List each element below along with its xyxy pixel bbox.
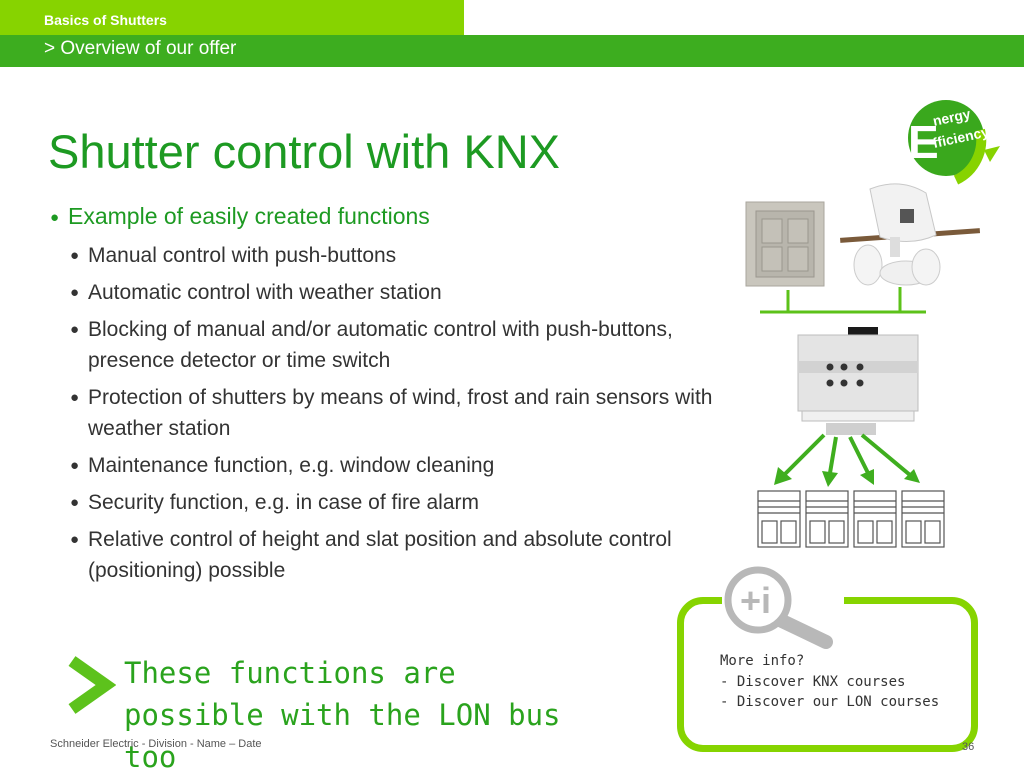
header-section-label: Basics of Shutters (44, 12, 167, 28)
shutter-actuator-icon (797, 327, 919, 435)
sub-bullet-text: Relative control of height and slat posi… (88, 528, 672, 582)
page-title: Shutter control with KNX (48, 125, 560, 178)
energy-efficiency-logo-icon: E nergy fficiency (908, 100, 1000, 185)
sub-bullet: ●Manual control with push-buttons (70, 244, 397, 267)
header-subsection-bar: > Overview of our offer (0, 35, 1024, 67)
header-section-bar: Basics of Shutters (0, 0, 464, 35)
push-button-icon (745, 201, 825, 287)
bullet-list: ●Example of easily created functions ●Ma… (50, 203, 730, 592)
footer-text: Schneider Electric - Division - Name – D… (50, 738, 262, 750)
info-line-2[interactable]: - Discover KNX courses (720, 673, 906, 690)
sub-bullet-text: Automatic control with weather station (88, 281, 442, 304)
shutter-windows-icon (757, 490, 945, 548)
page-number: 36 (962, 741, 975, 753)
chevron-right-icon (68, 656, 116, 714)
sub-bullet: ●Security function, e.g. in case of fire… (70, 491, 480, 514)
info-line-1: More info? (720, 653, 805, 669)
sub-bullet: ●Relative control of height and slat pos… (70, 528, 672, 582)
weather-station-icon (840, 183, 981, 286)
sub-bullet-text: Security function, e.g. in case of fire … (88, 491, 480, 514)
lon-note: These functions are possible with the LO… (124, 656, 561, 768)
sub-bullet-text: Blocking of manual and/or automatic cont… (88, 318, 673, 372)
sub-bullet: ●Automatic control with weather station (70, 281, 442, 304)
main-bullet-text: Example of easily created functions (68, 203, 430, 229)
sub-bullet-text: Manual control with push-buttons (88, 244, 397, 267)
sub-bullet: ●Protection of shutters by means of wind… (70, 386, 713, 440)
sub-bullet: ●Maintenance function, e.g. window clean… (70, 454, 495, 477)
sub-bullet-text: Maintenance function, e.g. window cleani… (88, 454, 495, 477)
header-subsection-label: > Overview of our offer (44, 38, 237, 59)
more-info-text: More info? - Discover KNX courses - Disc… (720, 651, 939, 713)
knx-device-diagram (745, 183, 981, 548)
sub-bullet-text: Protection of shutters by means of wind,… (88, 386, 713, 440)
info-magnifier-icon: +i (722, 560, 844, 649)
svg-text:+i: +i (740, 580, 771, 621)
logo-word-energy: nergy (931, 105, 972, 129)
logo-letter: E (908, 116, 939, 168)
output-arrows-icon (774, 433, 920, 487)
sub-bullet: ●Blocking of manual and/or automatic con… (70, 318, 673, 372)
info-line-3[interactable]: - Discover our LON courses (720, 694, 940, 710)
main-bullet: ●Example of easily created functions (50, 203, 430, 229)
